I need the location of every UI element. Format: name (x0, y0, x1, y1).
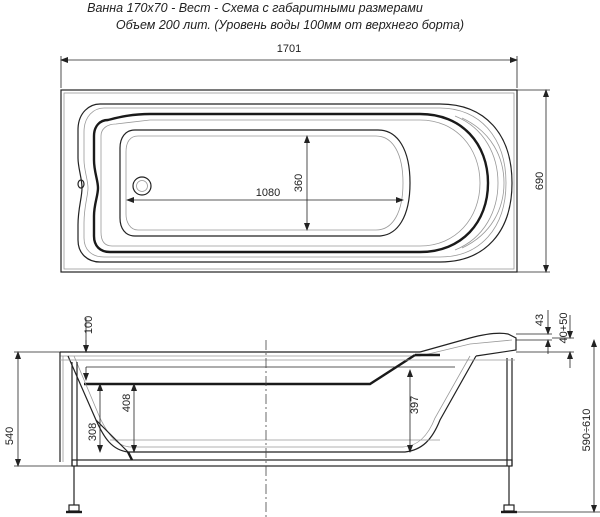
diagram-title: Ванна 170х70 - Вест - Схема с габаритным… (87, 1, 423, 15)
center-depth-label: 408 (121, 394, 133, 412)
support-frame (71, 459, 513, 467)
total-height-label: 540 (4, 427, 16, 445)
tub-bottom-outline (119, 129, 411, 237)
diagram-subtitle: Объем 200 лит. (Уровень воды 100мм от ве… (115, 18, 465, 32)
support-legs (66, 466, 517, 514)
overall-width-label: 690 (534, 172, 546, 190)
leg-height-range-label: 590÷610 (581, 409, 593, 452)
rim-height-label: 43 (534, 314, 546, 326)
headrest-height-label: 40+50 (558, 313, 570, 344)
inner-width-label: 360 (293, 174, 305, 192)
tub-inner-contour (92, 112, 490, 254)
back-depth-label: 397 (409, 396, 421, 414)
tub-outer-rim (60, 89, 518, 273)
inner-length-label: 1080 (256, 187, 280, 199)
tub-shell-outline (77, 103, 513, 263)
front-depth-label: 308 (87, 423, 99, 441)
water-level-offset-label: 100 (83, 316, 95, 334)
side-view: 100 540 408 308 397 43 40+50 590÷610 (4, 310, 600, 517)
drain-icon (132, 176, 152, 196)
overall-length-label: 1701 (277, 43, 301, 55)
overflow-icon (77, 179, 85, 189)
tub-depth-profile (84, 353, 416, 386)
top-view: 1701 1080 360 690 (60, 43, 550, 273)
